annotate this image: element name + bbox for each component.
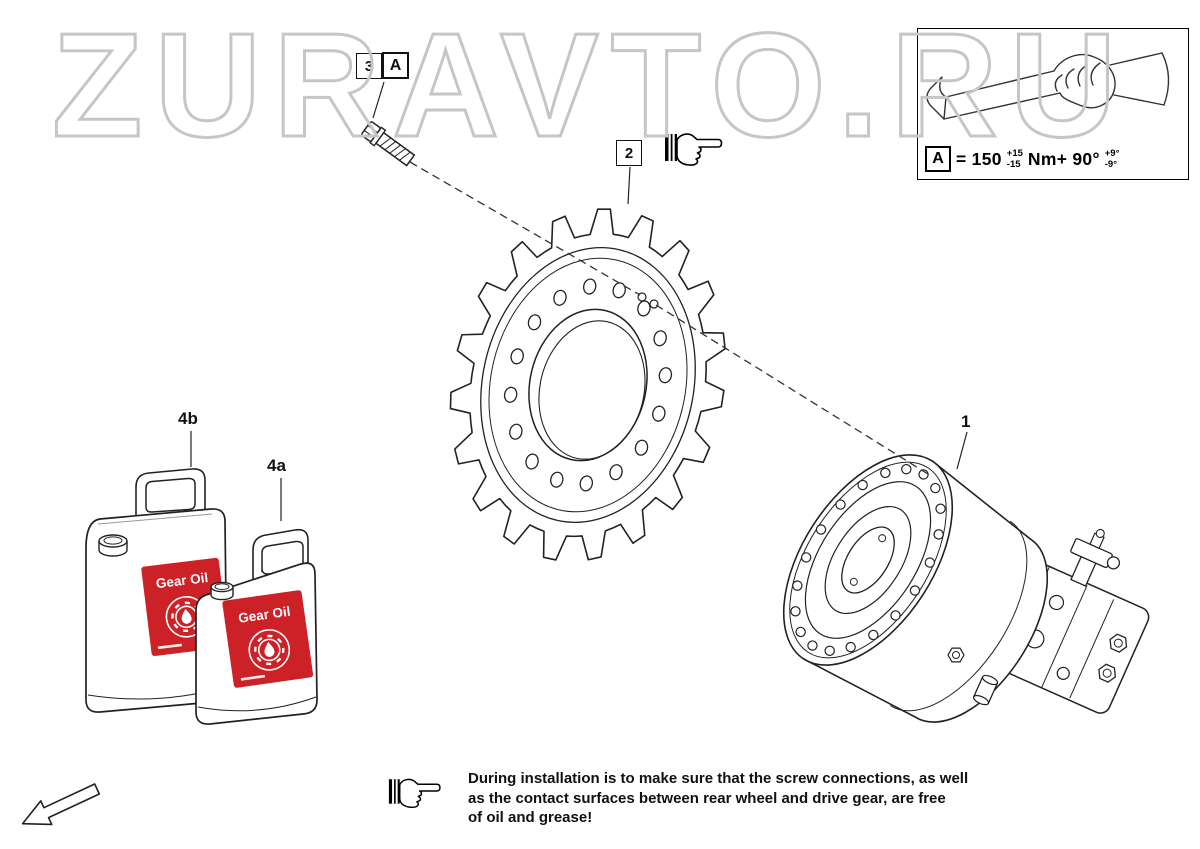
gear-drop-icon — [248, 629, 291, 671]
direction-arrow-icon — [21, 783, 101, 826]
can-cap — [98, 534, 128, 557]
torque-spec-box: A = 150 +15 -15 Nm+ 90° +9° -9° — [917, 28, 1189, 180]
note-text-line: as the contact surfaces between rear whe… — [468, 789, 946, 807]
torque-value: = 150 — [956, 148, 1002, 169]
callout-1: 1 — [961, 412, 971, 431]
bolt-drawing — [361, 121, 416, 167]
note-text-line: During installation is to make sure that… — [468, 770, 969, 787]
torque-formula: A = 150 +15 -15 Nm+ 90° +9° -9° — [925, 146, 1119, 172]
torque-tolerance: +15 -15 — [1006, 148, 1023, 170]
torque-unit: Nm+ 90° — [1027, 148, 1100, 169]
pointing-hand-icon — [664, 126, 726, 168]
oil-can-4b: Gear Oil — [85, 468, 230, 713]
oil-label: Gear Oil — [222, 590, 314, 688]
oil-can-4a: Gear Oil — [195, 528, 318, 725]
final-drive-drawing — [782, 454, 1150, 723]
torque-ref-label: A — [925, 146, 951, 172]
can-cap — [210, 581, 234, 601]
callout-2: 2 — [616, 140, 642, 166]
leader-lines — [190, 81, 968, 521]
t-fitting — [1070, 528, 1121, 587]
sprocket-drawing — [449, 208, 726, 561]
callout-4a: 4a — [267, 456, 286, 475]
callout-4b: 4b — [178, 409, 198, 428]
oil-label-text: Gear Oil — [237, 604, 291, 626]
callout-3: 3 — [356, 53, 382, 79]
pointing-hand-icon — [388, 771, 444, 811]
callout-a-ref: A — [382, 52, 409, 79]
note-text-line: of oil and grease! — [468, 809, 593, 826]
assembly-axis-dashed-line — [409, 161, 929, 475]
torque-angle-tolerance: +9° -9° — [1104, 148, 1120, 170]
oil-label-text: Gear Oil — [155, 570, 209, 591]
installation-note: During installation is to make sure that… — [388, 769, 968, 828]
hand-wrench-illustration — [926, 52, 1170, 120]
pin-hole — [649, 299, 659, 309]
